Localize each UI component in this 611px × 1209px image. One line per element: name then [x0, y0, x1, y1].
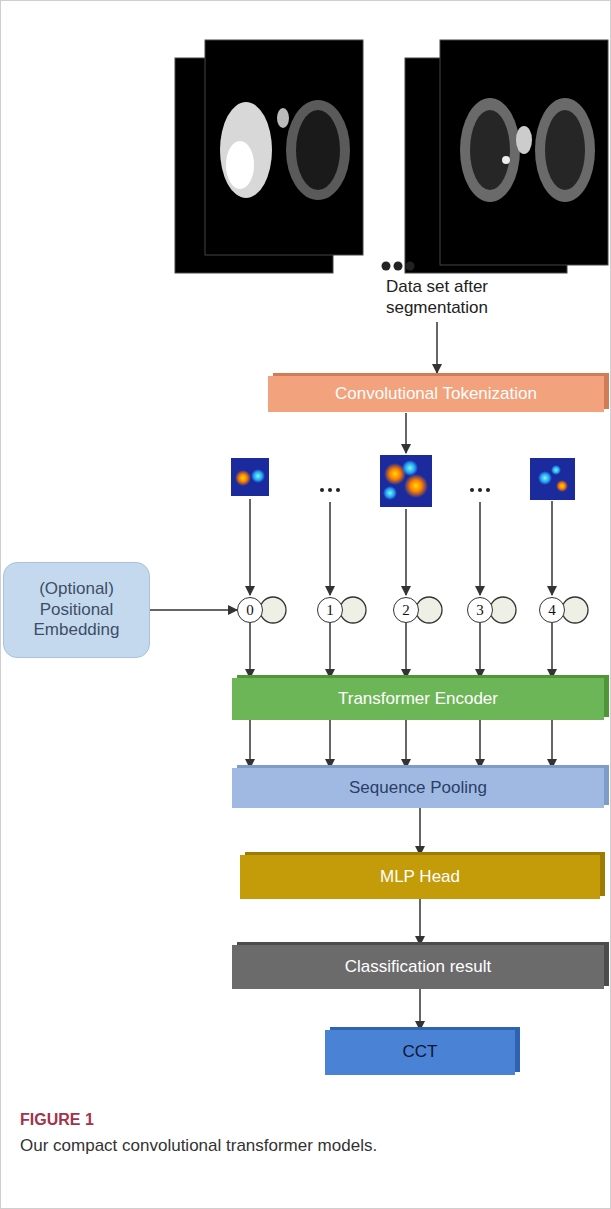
flow-arrow [419, 899, 421, 945]
index-number: 2 [402, 601, 410, 619]
index-number: 0 [246, 601, 254, 619]
box-label: Transformer Encoder [338, 689, 498, 709]
token-index: 3 [467, 597, 493, 623]
flow-arrow [551, 720, 553, 768]
flow-arrow [250, 322, 552, 595]
flow-arrow [419, 989, 421, 1030]
figure-number: FIGURE 1 [20, 1110, 320, 1130]
box-label: Classification result [345, 957, 491, 977]
flow-arrow [405, 623, 407, 678]
box-label: CCT [403, 1042, 438, 1062]
output-box: CCT [325, 1030, 515, 1075]
flow-arrow [551, 623, 553, 678]
ellipsis-dots [382, 262, 415, 271]
box-label: Sequence Pooling [349, 778, 487, 798]
token-index: 0 [237, 597, 263, 623]
index-number: 4 [548, 601, 556, 619]
heatmap [380, 455, 432, 507]
flow-arrow [479, 720, 481, 768]
flow-arrow [479, 623, 481, 678]
heatmap [231, 458, 269, 496]
process-box: Transformer Encoder [232, 678, 604, 720]
process-box: Classification result [232, 945, 604, 989]
box-label: MLP Head [380, 867, 460, 887]
box-label: Convolutional Tokenization [335, 384, 537, 404]
heatmap [530, 458, 575, 500]
token-circle [260, 597, 588, 623]
flow-arrow [419, 808, 421, 855]
index-number: 1 [326, 601, 334, 619]
flow-arrow [249, 720, 251, 768]
flow-arrow [329, 623, 331, 678]
process-box: MLP Head [240, 855, 600, 899]
flow-arrow [249, 623, 251, 678]
box-label: (Optional) Positional Embedding [12, 579, 141, 640]
index-number: 3 [476, 601, 484, 619]
ct-slice-pair [405, 40, 608, 273]
flow-arrow [405, 720, 407, 768]
option-box: (Optional) Positional Embedding [3, 562, 150, 658]
token-index: 2 [393, 597, 419, 623]
flow-arrow [329, 720, 331, 768]
figure-caption: Our compact convolutional transformer mo… [20, 1136, 590, 1156]
token-index: 4 [539, 597, 565, 623]
dataset-label: Data set after segmentation [368, 276, 506, 319]
process-box: Sequence Pooling [232, 768, 604, 808]
token-index: 1 [317, 597, 343, 623]
process-box: Convolutional Tokenization [268, 376, 604, 412]
ct-slice-pair [175, 40, 363, 273]
ellipsis-dots [320, 488, 490, 492]
flow-arrow [150, 609, 237, 611]
